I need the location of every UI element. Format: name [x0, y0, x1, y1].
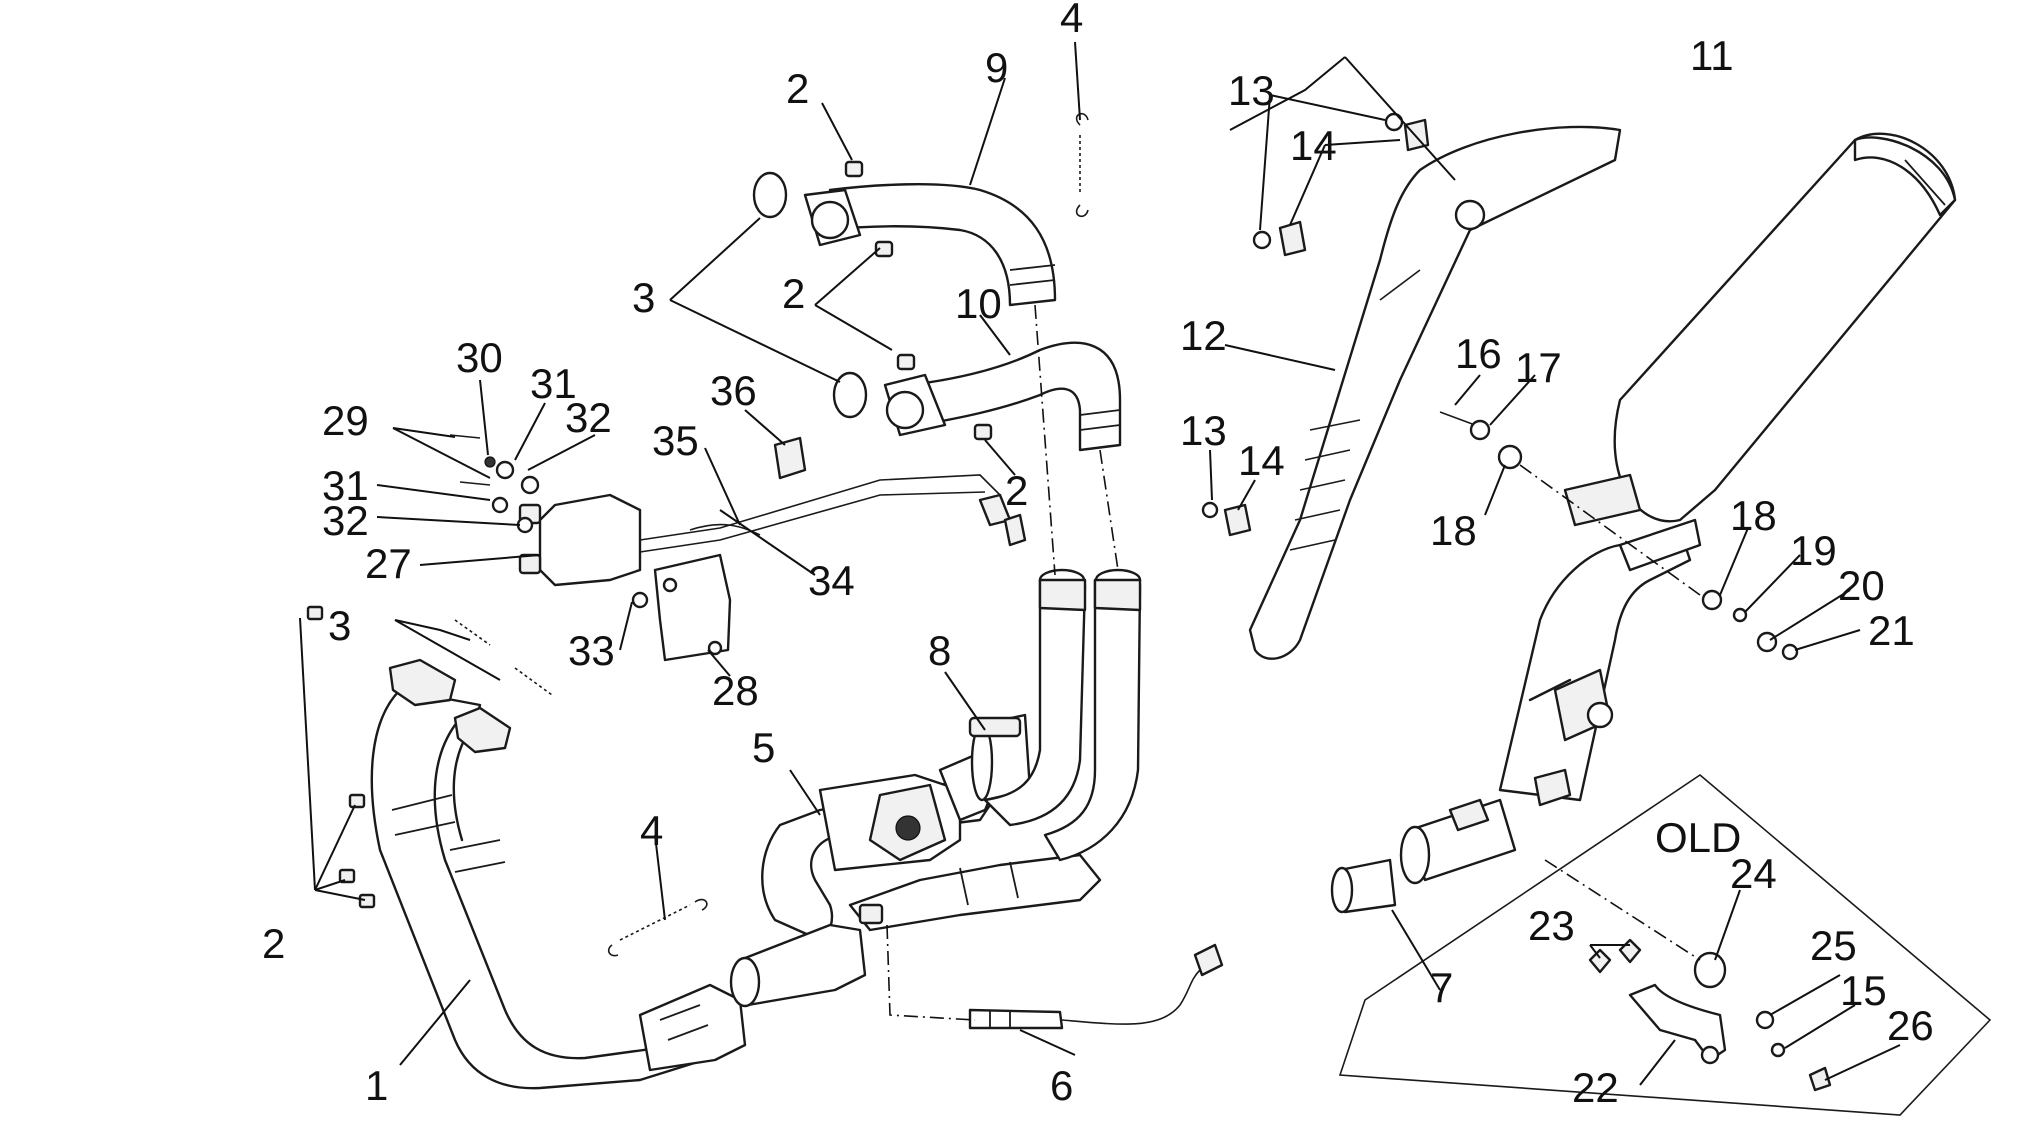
callout-24: 24	[1730, 850, 1777, 897]
spring-lower	[607, 898, 708, 957]
callout-29: 29	[322, 397, 369, 444]
callout-22: 22	[1572, 1064, 1619, 1111]
actuator-cover	[653, 553, 732, 662]
header-pipes	[370, 658, 747, 1090]
callout-6: 6	[1050, 1062, 1073, 1109]
callout-21: 21	[1868, 607, 1915, 654]
callout-2: 2	[786, 65, 809, 112]
gasket-lower	[832, 371, 868, 419]
callout-3: 3	[328, 602, 351, 649]
connecting-pipe-upper	[803, 183, 1057, 307]
old-label: OLD	[1655, 814, 1741, 861]
callout-4-upper: 4	[1060, 0, 1083, 41]
callout-9: 9	[985, 44, 1008, 91]
callout-33: 33	[568, 627, 615, 674]
callout-17: 17	[1515, 344, 1562, 391]
heat-shield	[1248, 125, 1622, 660]
callout-4: 4	[640, 807, 663, 854]
nut	[896, 353, 916, 371]
actuator-hardware	[449, 434, 807, 609]
downpipes	[983, 568, 1142, 862]
callout-12: 12	[1180, 312, 1227, 359]
callout-2: 2	[262, 920, 285, 967]
lambda-sensor	[968, 943, 1224, 1030]
callout-36: 36	[710, 367, 757, 414]
silencer	[1399, 132, 1957, 885]
stud-nuts-left	[306, 605, 376, 909]
callout-31: 31	[322, 462, 369, 509]
valve-actuator	[518, 474, 1027, 587]
callout-7: 7	[1430, 964, 1453, 1011]
callout-1: 1	[365, 1062, 388, 1109]
callout-2: 2	[1005, 467, 1028, 514]
callout-35: 35	[652, 417, 699, 464]
clamp	[968, 713, 1032, 802]
callout-26: 26	[1887, 1002, 1934, 1049]
callout-13: 13	[1180, 407, 1227, 454]
gasket-upper	[752, 171, 788, 219]
callout-28: 28	[712, 667, 759, 714]
callout-5: 5	[752, 724, 775, 771]
callout-2: 2	[782, 270, 805, 317]
callouts: 4 2 9 3 2 10 2 11 13 14 12 16 17 13 14 1…	[262, 0, 1934, 1111]
callout-23: 23	[1528, 902, 1575, 949]
spring-upper	[1075, 112, 1089, 218]
nut	[874, 240, 894, 258]
callout-32: 32	[565, 394, 612, 441]
callout-14: 14	[1238, 437, 1285, 484]
collector-catalyst	[729, 753, 1102, 1008]
callout-20: 20	[1838, 562, 1885, 609]
callout-25: 25	[1810, 922, 1857, 969]
callout-19: 19	[1790, 527, 1837, 574]
alignment-lines	[886, 304, 1701, 1021]
callout-3: 3	[632, 274, 655, 321]
leader-lines	[299, 41, 1901, 1086]
connecting-pipe-lower	[883, 341, 1122, 452]
callout-8: 8	[928, 627, 951, 674]
callout-16: 16	[1455, 330, 1502, 377]
callout-14: 14	[1290, 122, 1337, 169]
callout-15: 15	[1840, 967, 1887, 1014]
callout-18: 18	[1730, 492, 1777, 539]
callout-13: 13	[1228, 67, 1275, 114]
callout-32: 32	[322, 497, 369, 544]
nut	[973, 423, 993, 441]
callout-30: 30	[456, 334, 503, 381]
callout-31: 31	[530, 360, 577, 407]
nut	[844, 160, 864, 178]
callout-34: 34	[808, 557, 855, 604]
sleeve	[1330, 858, 1397, 914]
callout-10: 10	[955, 280, 1002, 327]
old-version-inset	[1338, 773, 1992, 1116]
callout-11: 11	[1690, 32, 1734, 79]
callout-18: 18	[1430, 507, 1477, 554]
callout-27: 27	[365, 540, 412, 587]
header-gaskets	[454, 619, 553, 696]
